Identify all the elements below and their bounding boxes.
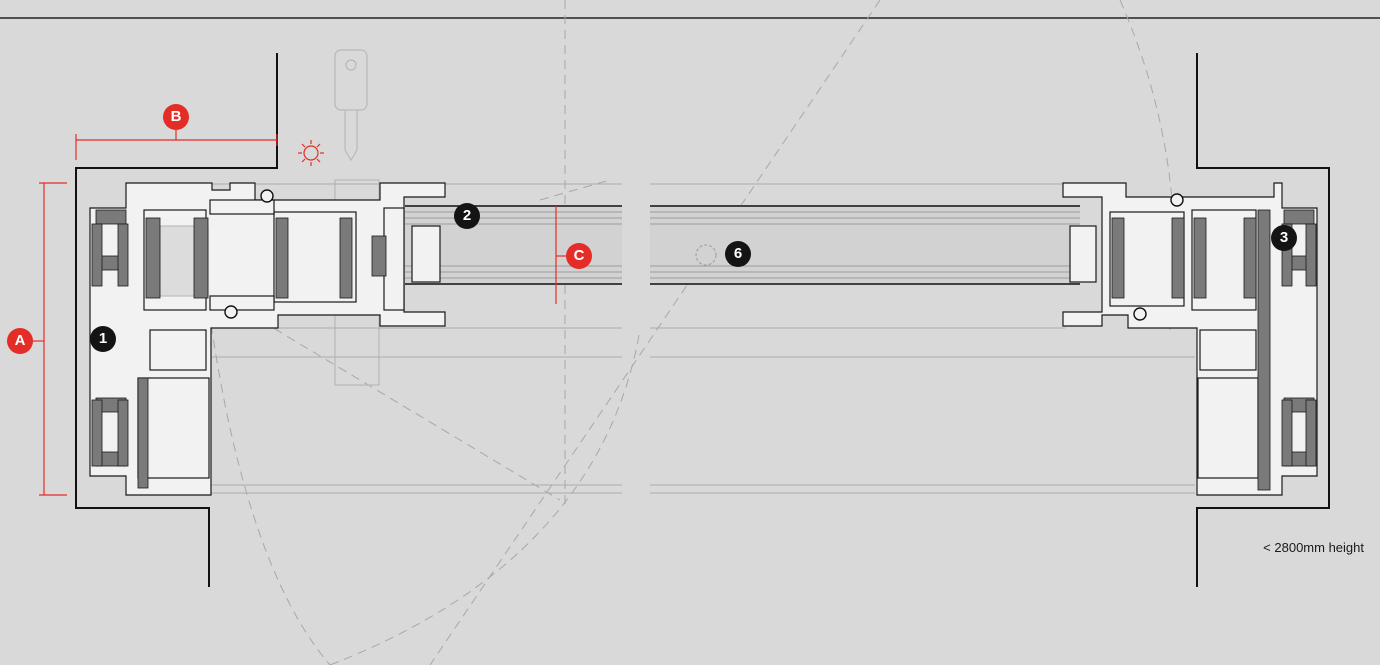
- seals-right: [1133, 193, 1184, 321]
- gaskets-right: [1111, 209, 1317, 491]
- wall-outline-right: [1196, 53, 1330, 587]
- sun-icon: [298, 140, 324, 166]
- callout-6: 6: [725, 241, 751, 267]
- dimension-label-a: A: [7, 328, 33, 354]
- height-note: < 2800mm height: [1263, 540, 1364, 555]
- dashed-construction-lines: [204, 0, 1175, 665]
- dimension-label-c: C: [566, 243, 592, 269]
- dimension-label-b: B: [163, 104, 189, 130]
- callout-2: 2: [454, 203, 480, 229]
- callout-3: 3: [1271, 225, 1297, 251]
- dimension-lines: [30, 126, 566, 496]
- callout-1: 1: [90, 326, 116, 352]
- seals-left: [224, 189, 274, 319]
- gaskets-left: [91, 209, 387, 489]
- wall-outline-left: [75, 53, 278, 587]
